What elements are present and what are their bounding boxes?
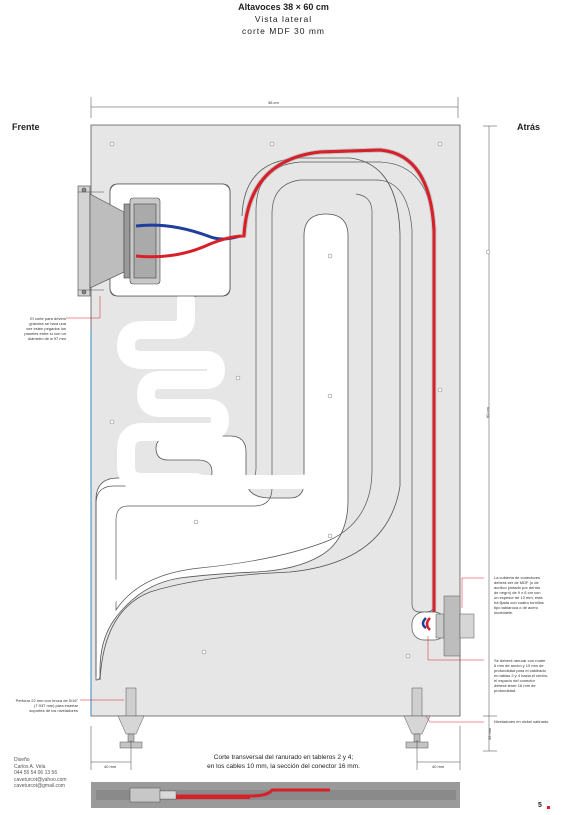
foot-height-label: 39 mm xyxy=(487,727,492,740)
screw-holes xyxy=(109,141,491,659)
width-dimension-label: 38 cm xyxy=(268,100,279,105)
drill-note: Perforar 22 mm con broca de 5/16"(7.937 … xyxy=(15,698,78,713)
height-dimension-label: 60 cm xyxy=(485,407,490,418)
connector-housing xyxy=(411,595,475,657)
page-title: Altavoces 38 × 60 cm xyxy=(238,2,329,12)
height-dimension-line xyxy=(483,125,497,752)
back-label: Atrás xyxy=(517,122,541,132)
width-dimension-line xyxy=(90,97,459,118)
levelers-note: Niveladores en nickel satinado. xyxy=(494,719,550,724)
left-offset-label: 40 mm xyxy=(104,764,117,769)
front-label: Frente xyxy=(12,122,40,132)
speaker-driver xyxy=(77,185,161,297)
serpentine-channel xyxy=(117,291,229,491)
page-number: 5 xyxy=(538,802,542,809)
cross-section-strip xyxy=(91,782,460,808)
right-offset-label: 40 mm xyxy=(432,764,445,769)
cross-section-caption-line2: en los cables 10 mm, la sección del cone… xyxy=(207,763,360,770)
inner-u-channel xyxy=(103,214,341,605)
design-credit: Diseño Carlos A. Vela 044 55 54 06 13 56… xyxy=(14,757,67,790)
cross-section-caption-line1: Corte transversal del ranurado en tabler… xyxy=(213,754,354,761)
foot-dimension-lines xyxy=(90,726,461,770)
page-subtitle-material: corte MDF 30 mm xyxy=(241,26,325,36)
page-subtitle-view: Vista lateral xyxy=(254,14,313,24)
annotation-leaders xyxy=(66,296,484,723)
